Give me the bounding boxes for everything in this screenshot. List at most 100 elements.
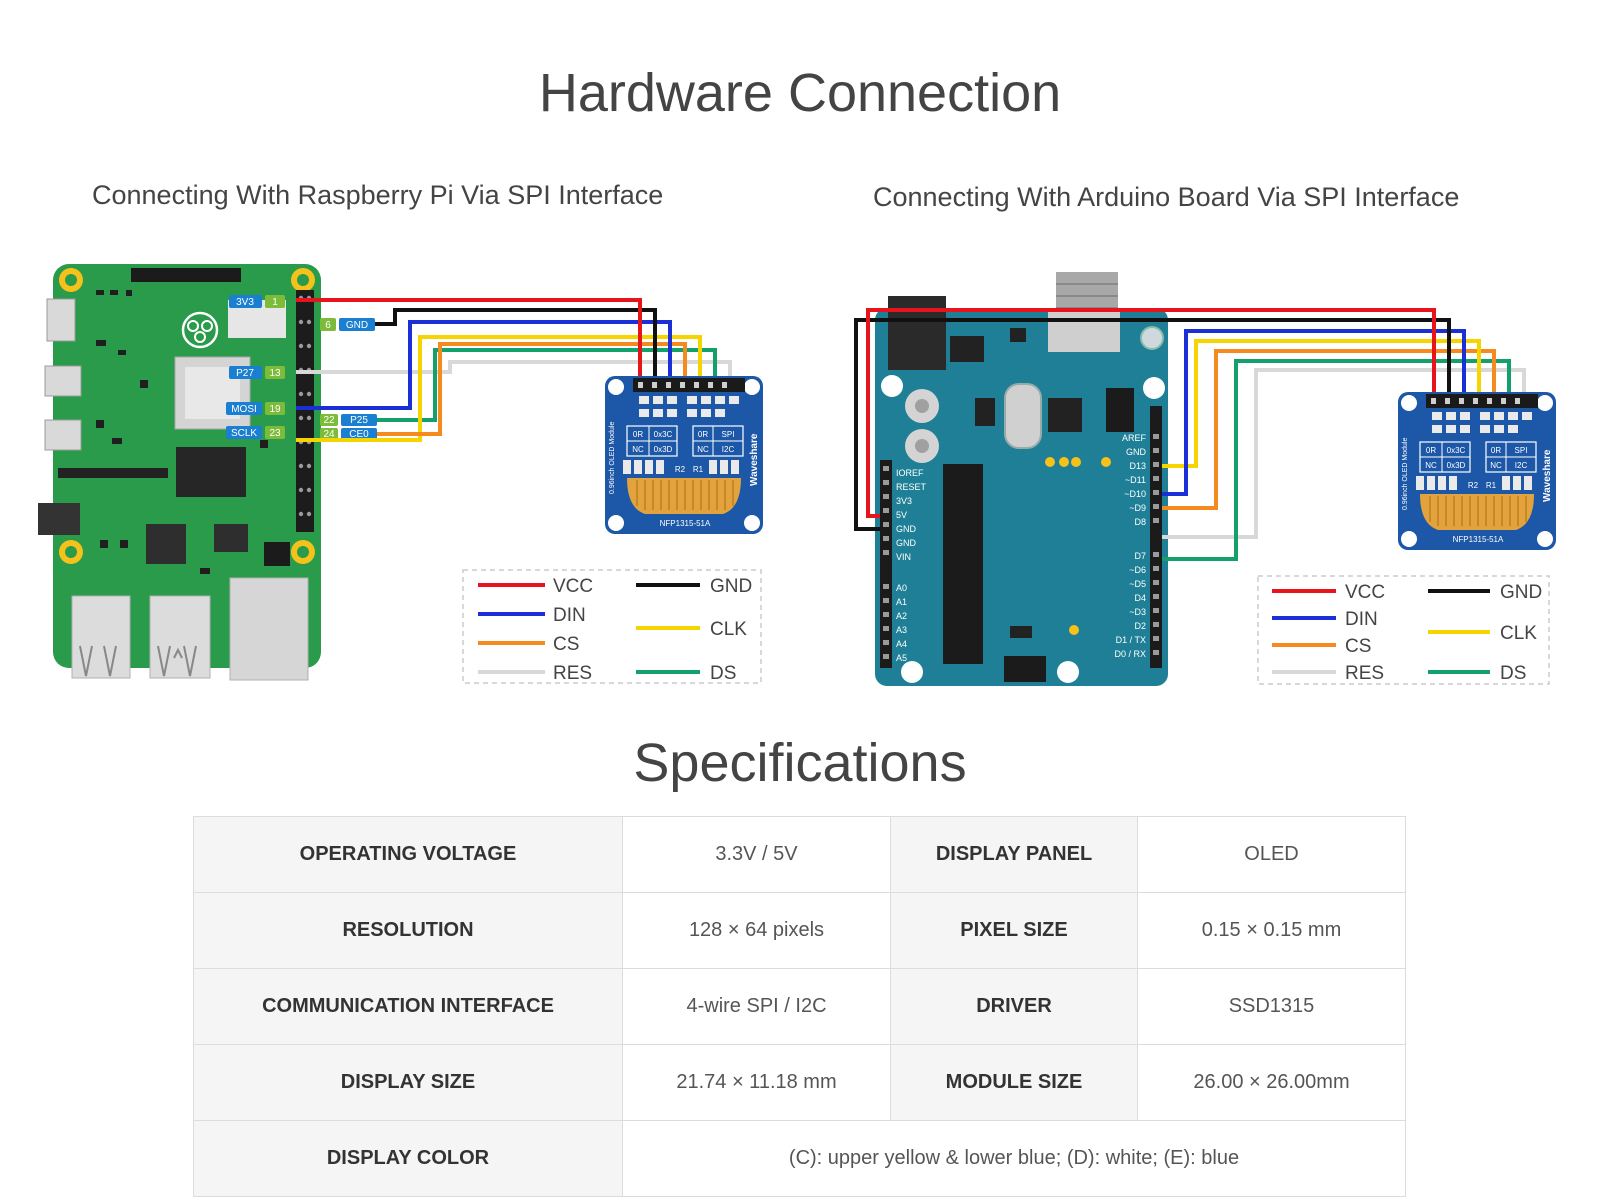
legend-vcc: VCC xyxy=(553,576,593,597)
svg-text:NC: NC xyxy=(1425,461,1437,470)
pin-label-6: 6 xyxy=(325,320,331,331)
spec-key: PIXEL SIZE xyxy=(890,892,1138,969)
pin-label-p25: P25 xyxy=(350,415,368,426)
svg-text:R2: R2 xyxy=(1468,481,1479,490)
svg-text:NFP1315-51A: NFP1315-51A xyxy=(660,519,711,528)
page-title: Hardware Connection xyxy=(538,63,1062,123)
svg-text:D0 / RX: D0 / RX xyxy=(1114,649,1146,659)
svg-text:NC: NC xyxy=(697,445,709,454)
svg-text:SPI: SPI xyxy=(1515,446,1528,455)
svg-text:IOREF: IOREF xyxy=(896,468,924,478)
arduino-pin-labels-left: IOREF RESET 3V3 5V GND GND VIN A0 A1 A2 … xyxy=(896,468,927,663)
table-row: DISPLAY SIZE 21.74 × 11.18 mm MODULE SIZ… xyxy=(193,1044,1406,1121)
svg-text:DIN: DIN xyxy=(1345,609,1378,630)
svg-text:A4: A4 xyxy=(896,639,907,649)
svg-text:GND: GND xyxy=(1126,447,1147,457)
spec-key: DISPLAY SIZE xyxy=(193,1044,623,1121)
svg-text:0x3C: 0x3C xyxy=(654,430,673,439)
svg-text:D13: D13 xyxy=(1129,461,1146,471)
pin-label-22: 22 xyxy=(323,415,335,426)
svg-text:R1: R1 xyxy=(1486,481,1497,490)
pin-label-sclk: SCLK xyxy=(231,428,257,439)
spec-value: OLED xyxy=(1137,816,1406,893)
table-row: RESOLUTION 128 × 64 pixels PIXEL SIZE 0.… xyxy=(193,892,1406,969)
svg-text:RESET: RESET xyxy=(896,482,927,492)
svg-text:GND: GND xyxy=(896,538,917,548)
svg-text:R1: R1 xyxy=(693,465,704,474)
svg-text:VIN: VIN xyxy=(896,552,911,562)
legend-res: RES xyxy=(553,663,592,684)
legend-cs: CS xyxy=(553,634,579,655)
spec-value: 128 × 64 pixels xyxy=(622,892,891,969)
legend-clk: CLK xyxy=(710,619,747,640)
arduino-wires xyxy=(854,308,1526,561)
pin-label-1: 1 xyxy=(272,297,278,308)
specifications-table: OPERATING VOLTAGE 3.3V / 5V DISPLAY PANE… xyxy=(193,816,1406,1197)
svg-text:NFP1315-51A: NFP1315-51A xyxy=(1453,535,1504,544)
arduino-board xyxy=(875,272,1168,686)
pin-label-19: 19 xyxy=(269,404,281,415)
svg-text:~D6: ~D6 xyxy=(1129,565,1146,575)
spec-key: MODULE SIZE xyxy=(890,1044,1138,1121)
svg-text:A0: A0 xyxy=(896,583,907,593)
svg-text:D8: D8 xyxy=(1134,517,1146,527)
pin-label-3v3: 3V3 xyxy=(236,297,254,308)
pin-label-gnd: GND xyxy=(346,320,368,331)
svg-text:D4: D4 xyxy=(1134,593,1146,603)
svg-text:CLK: CLK xyxy=(1500,623,1537,644)
oled-side-label: 0.96inch OLED Module xyxy=(609,422,616,494)
svg-text:SPI: SPI xyxy=(722,430,735,439)
specifications-title: Specifications xyxy=(633,733,967,793)
svg-text:0R: 0R xyxy=(1491,446,1501,455)
svg-text:3V3: 3V3 xyxy=(896,496,912,506)
svg-text:NC: NC xyxy=(1490,461,1502,470)
oled-module-arduino: 0.96inch OLED Module Waveshare 0R 0x3C N… xyxy=(1397,391,1557,551)
svg-text:~D9: ~D9 xyxy=(1129,503,1146,513)
svg-text:~D10: ~D10 xyxy=(1124,489,1146,499)
svg-text:D1 / TX: D1 / TX xyxy=(1116,635,1146,645)
raspberry-logo-icon xyxy=(181,311,219,349)
rpi-section-title: Connecting With Raspberry Pi Via SPI Int… xyxy=(92,180,664,210)
spec-value: (C): upper yellow & lower blue; (D): whi… xyxy=(622,1120,1406,1197)
svg-text:CS: CS xyxy=(1345,636,1371,657)
svg-text:0R: 0R xyxy=(633,430,643,439)
legend-din: DIN xyxy=(553,605,586,626)
connection-diagrams: 3V3 1 6 GND P27 13 MOSI 19 SCLK 23 22 P2… xyxy=(38,264,1557,686)
spec-key: DISPLAY COLOR xyxy=(193,1120,623,1197)
svg-text:AREF: AREF xyxy=(1122,433,1147,443)
spec-key: OPERATING VOLTAGE xyxy=(193,816,623,893)
svg-text:I2C: I2C xyxy=(722,445,735,454)
svg-text:0x3C: 0x3C xyxy=(1447,446,1466,455)
pin-label-13: 13 xyxy=(269,368,281,379)
spec-key: DRIVER xyxy=(890,968,1138,1045)
spec-value: SSD1315 xyxy=(1137,968,1406,1045)
svg-text:RES: RES xyxy=(1345,663,1384,684)
table-row: DISPLAY COLOR (C): upper yellow & lower … xyxy=(193,1120,1406,1197)
svg-text:~D5: ~D5 xyxy=(1129,579,1146,589)
legend-ds: DS xyxy=(710,663,736,684)
pin-label-ce0: CE0 xyxy=(349,429,369,440)
svg-text:DS: DS xyxy=(1500,663,1526,684)
rpi-wires xyxy=(296,298,732,442)
spec-key: RESOLUTION xyxy=(193,892,623,969)
svg-text:5V: 5V xyxy=(896,510,907,520)
table-row: COMMUNICATION INTERFACE 4-wire SPI / I2C… xyxy=(193,968,1406,1045)
spec-value: 26.00 × 26.00mm xyxy=(1137,1044,1406,1121)
spec-key: COMMUNICATION INTERFACE xyxy=(193,968,623,1045)
svg-text:R2: R2 xyxy=(675,465,686,474)
svg-text:0R: 0R xyxy=(698,430,708,439)
pin-label-23: 23 xyxy=(269,428,281,439)
svg-text:~D3: ~D3 xyxy=(1129,607,1146,617)
svg-text:NC: NC xyxy=(632,445,644,454)
spec-value: 3.3V / 5V xyxy=(622,816,891,893)
arduino-section-title: Connecting With Arduino Board Via SPI In… xyxy=(873,182,1460,212)
spec-value: 0.15 × 0.15 mm xyxy=(1137,892,1406,969)
rpi-pin-labels: 3V3 1 6 GND P27 13 MOSI 19 SCLK 23 22 P2… xyxy=(226,295,377,440)
table-row: OPERATING VOLTAGE 3.3V / 5V DISPLAY PANE… xyxy=(193,816,1406,893)
pin-label-mosi: MOSI xyxy=(231,404,257,415)
svg-text:A3: A3 xyxy=(896,625,907,635)
pin-label-p27: P27 xyxy=(236,368,254,379)
legend-gnd: GND xyxy=(710,576,752,597)
oled-module-rpi: 0.96inch OLED Module Waveshare 0R 0x3C N… xyxy=(604,375,764,535)
arduino-pin-labels-right: AREF GND D13 ~D11 ~D10 ~D9 D8 D7 ~D6 ~D5… xyxy=(1114,433,1146,659)
